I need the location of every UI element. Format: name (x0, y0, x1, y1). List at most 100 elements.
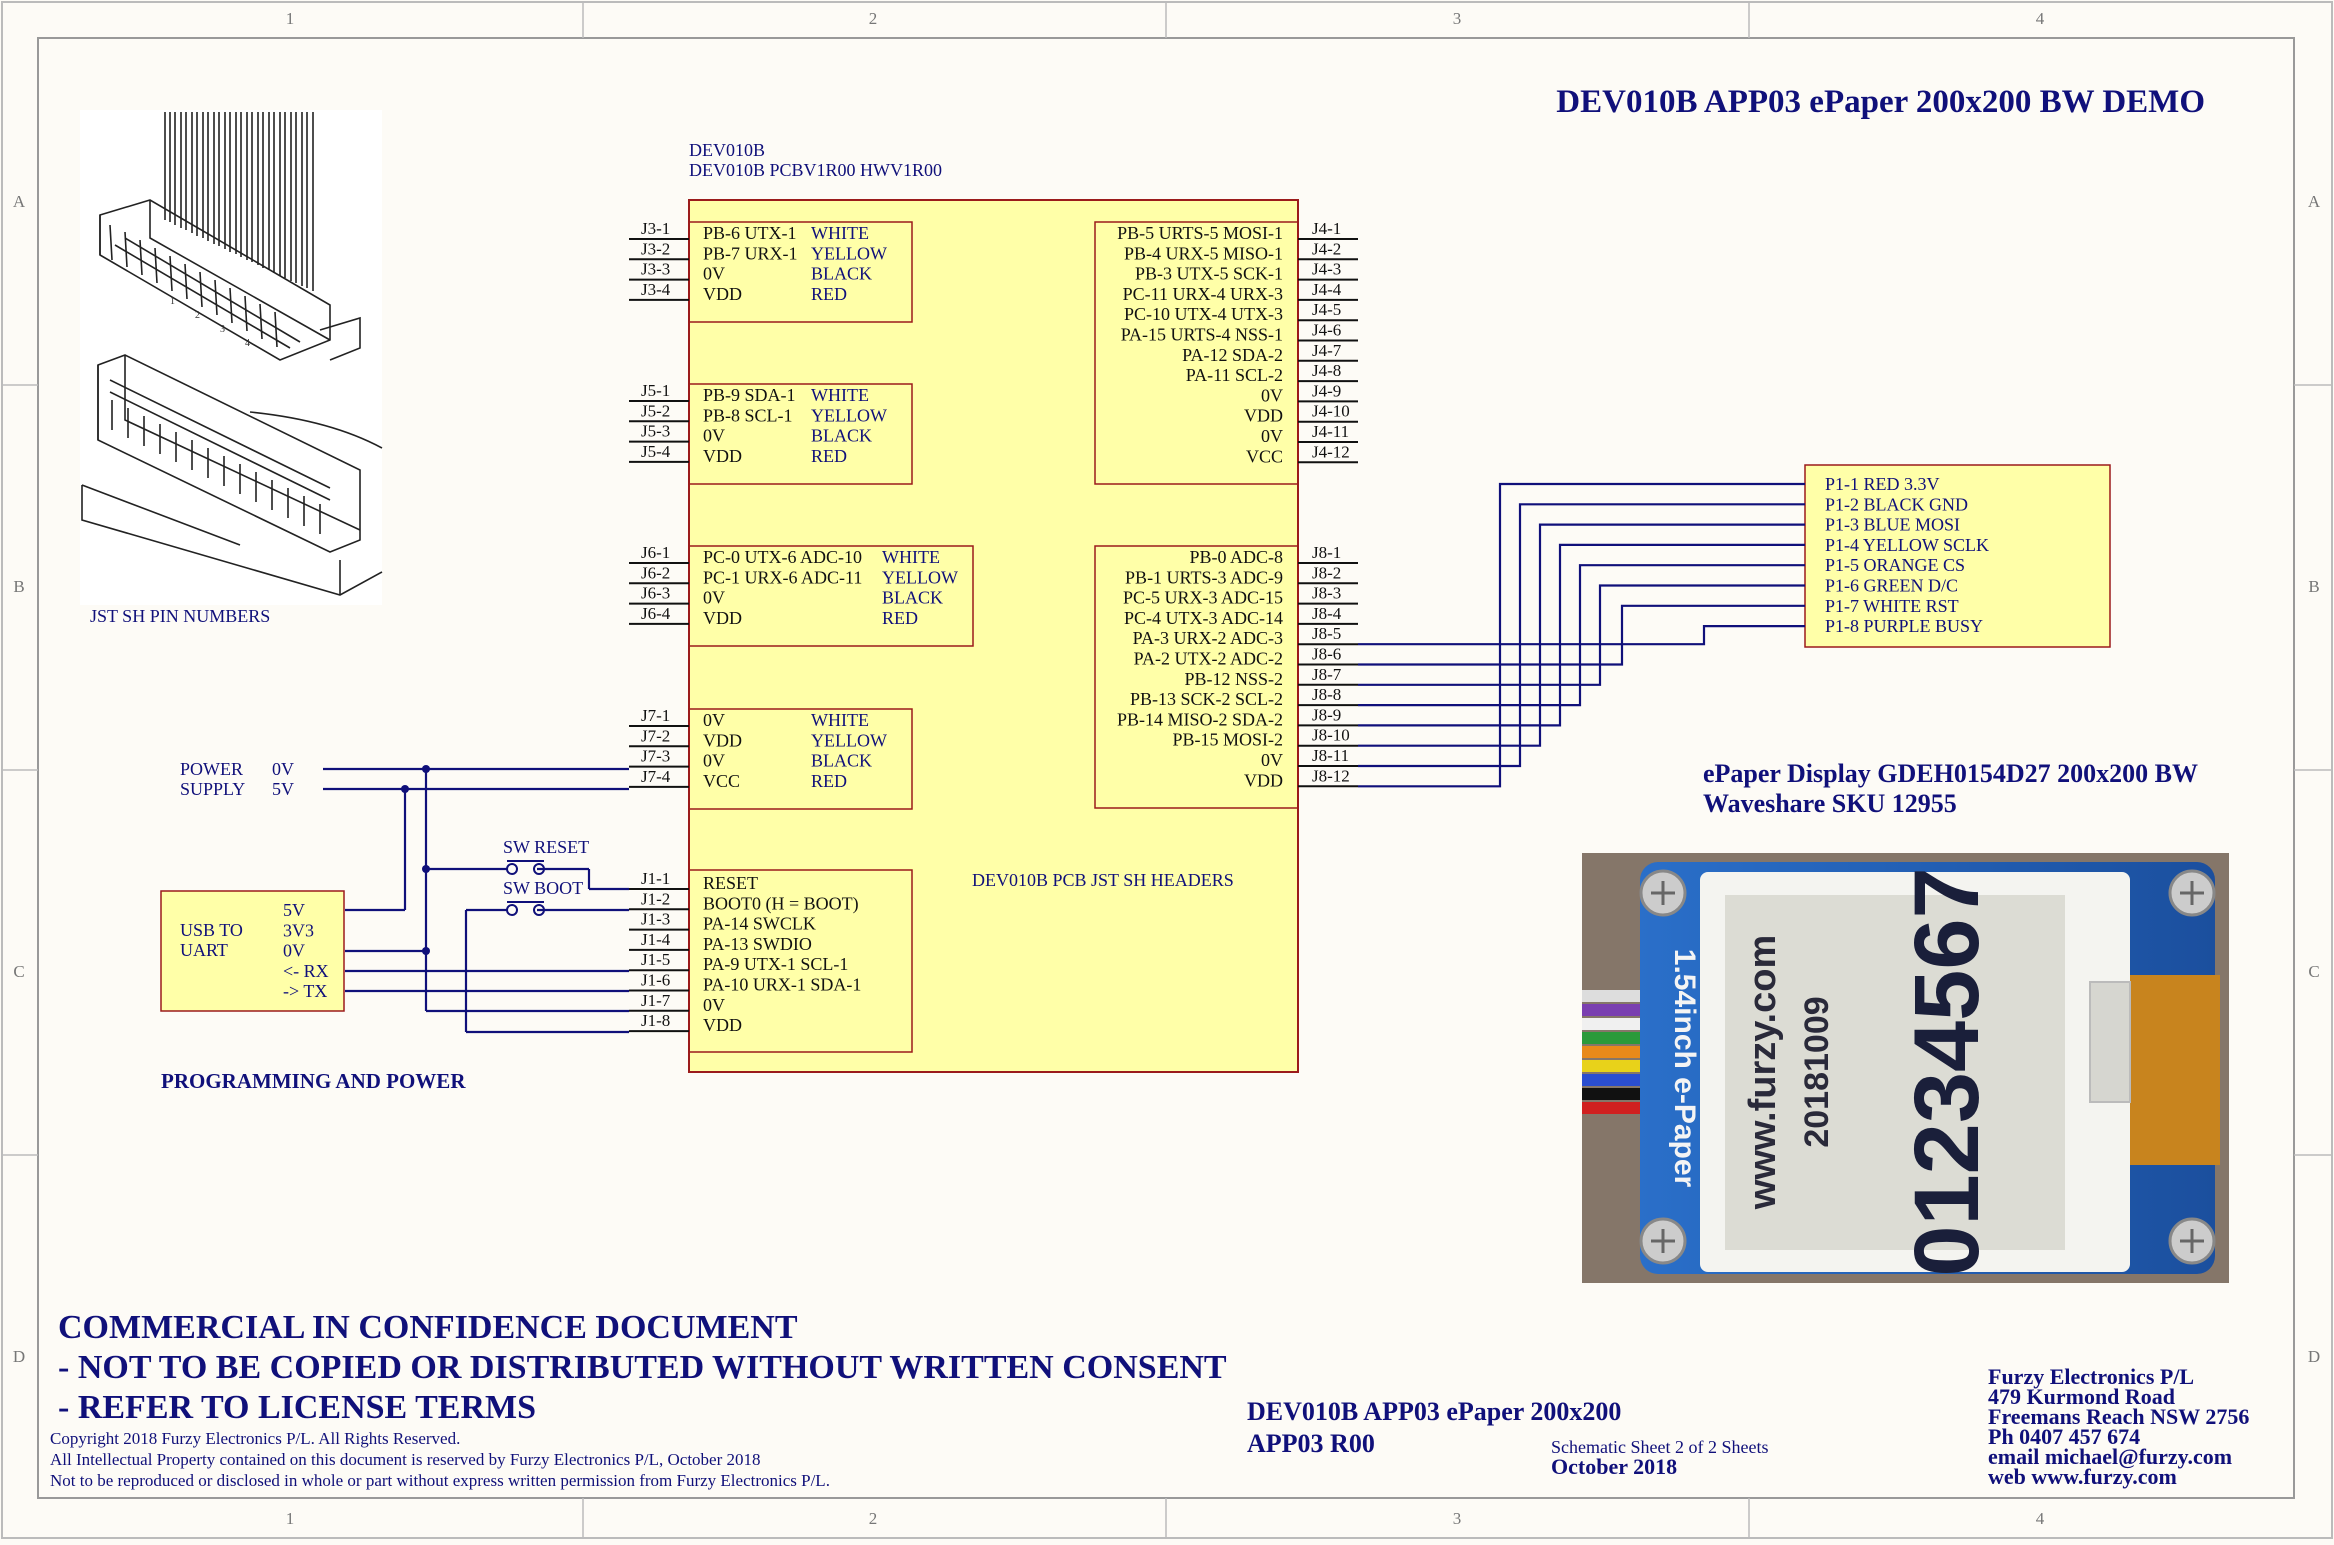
copyright-line: All Intellectual Property contained on t… (50, 1450, 761, 1469)
pin-label: J8-4 (1312, 604, 1342, 623)
signal-label: PB-12 NSS-2 (1184, 669, 1283, 689)
pin-label: J4-10 (1312, 402, 1350, 421)
row-marker: A (2308, 192, 2321, 211)
usb-uart-name: USB TO (180, 920, 243, 940)
signal-label: PB-15 MOSI-2 (1172, 730, 1283, 750)
pin-label: J7-3 (641, 747, 670, 766)
pin-label: J1-5 (641, 950, 670, 969)
display-info-line2: Waveshare SKU 12955 (1703, 789, 1957, 818)
pin-label: J7-1 (641, 706, 670, 725)
display-pin-label: P1-4 YELLOW SCLK (1825, 535, 1989, 555)
board-label: DEV010B PCB JST SH HEADERS (972, 870, 1234, 890)
pin-label: J7-4 (641, 767, 671, 786)
signal-label: VDD (703, 730, 742, 750)
signal-label: VDD (703, 608, 742, 628)
signal-label: VDD (703, 1015, 742, 1035)
signal-label: PA-10 URX-1 SDA-1 (703, 975, 861, 995)
signal-label: RESET (703, 873, 758, 893)
pin-label: J4-12 (1312, 442, 1350, 461)
wire-color-label: BLACK (811, 426, 872, 446)
pin-label: J5-3 (641, 422, 670, 441)
wire-color-label: RED (811, 771, 847, 791)
board-designator: DEV010B (689, 140, 765, 160)
signal-label: PB-1 URTS-3 ADC-9 (1125, 567, 1283, 587)
signal-label: VCC (1246, 446, 1283, 466)
pin-label: J4-7 (1312, 341, 1342, 360)
pin-label: J4-9 (1312, 381, 1341, 400)
pin-label: J8-10 (1312, 726, 1350, 745)
pin-label: J1-1 (641, 869, 670, 888)
wire-color-label: WHITE (811, 710, 869, 730)
usb-uart-pin: 0V (283, 941, 305, 961)
pin-label: J1-7 (641, 991, 671, 1010)
pin-label: J8-1 (1312, 543, 1341, 562)
signal-label: 0V (703, 995, 725, 1015)
screen-date: 20181009 (1798, 996, 1836, 1147)
pin-label: J6-2 (641, 563, 670, 582)
usb-uart-pin: 5V (283, 900, 305, 920)
column-markers: 1 2 3 4 1 2 3 4 (286, 9, 2045, 1528)
module-label: 1.54inch e-Paper (1668, 949, 1701, 1188)
confidential-line: - REFER TO LICENSE TERMS (58, 1389, 536, 1426)
signal-label: PC-10 UTX-4 UTX-3 (1124, 304, 1283, 324)
column-marker: 3 (1453, 1509, 1462, 1528)
signal-label: PC-5 URX-3 ADC-15 (1123, 588, 1283, 608)
board-body (688, 199, 1299, 1073)
signal-label: PB-7 URX-1 (703, 243, 798, 263)
doc-date: October 2018 (1551, 1454, 1677, 1479)
screen-number: 01234567 (1896, 867, 1998, 1276)
display-wire (1358, 624, 1805, 646)
usb-uart-pin: -> TX (283, 981, 327, 1001)
svg-text:4: 4 (245, 338, 250, 349)
display-wire (1358, 503, 1805, 768)
display-wire (1358, 564, 1805, 707)
board-part: DEV010B PCBV1R00 HWV1R00 (689, 160, 942, 180)
sw-boot-label: SW BOOT (503, 878, 583, 898)
header-j6-box (688, 545, 974, 647)
display-wire (1358, 523, 1805, 747)
wire-color-label: WHITE (811, 385, 869, 405)
wire-color-label: YELLOW (811, 405, 887, 425)
display-photo: 1.54inch e-Paper www.furzy.com 20181009 … (1582, 853, 2229, 1283)
sheet-number: Schematic Sheet 2 of 2 Sheets (1551, 1437, 1768, 1457)
column-marker: 2 (869, 1509, 878, 1528)
signal-label: PB-5 URTS-5 MOSI-1 (1117, 223, 1283, 243)
power-net-0v: 0V (272, 759, 294, 779)
signal-label: PA-14 SWCLK (703, 914, 816, 934)
wire-color-label: WHITE (811, 223, 869, 243)
row-marker: B (2308, 577, 2319, 596)
signal-label: 0V (1261, 750, 1283, 770)
pin-label: J4-6 (1312, 321, 1341, 340)
screen-url: www.furzy.com (1742, 935, 1784, 1210)
pin-label: J3-2 (641, 239, 670, 258)
column-marker: 2 (869, 9, 878, 28)
signal-label: PB-0 ADC-8 (1189, 547, 1283, 567)
pin-label: J1-6 (641, 971, 670, 990)
row-marker: C (2308, 962, 2319, 981)
signal-label: PA-13 SWDIO (703, 934, 812, 954)
pin-label: J8-2 (1312, 563, 1341, 582)
signal-label: PA-15 URTS-4 NSS-1 (1121, 325, 1283, 345)
signal-label: 0V (703, 264, 725, 284)
display-wire (1358, 604, 1805, 666)
header-j3-box (688, 221, 913, 323)
company-line: Furzy Electronics P/L (1988, 1364, 2194, 1389)
header-j4-box (1094, 221, 1299, 485)
signal-label: BOOT0 (H = BOOT) (703, 893, 859, 914)
jst-connector-illustration: 1234 (80, 110, 383, 605)
company-line: email michael@furzy.com (1988, 1444, 2232, 1469)
power-net-5v: 5V (272, 779, 294, 799)
signal-label: VDD (1244, 770, 1283, 790)
signal-label: PA-12 SDA-2 (1182, 345, 1283, 365)
pin-label: J8-7 (1312, 665, 1342, 684)
pin-label: J5-1 (641, 381, 670, 400)
display-pin-label: P1-7 WHITE RST (1825, 596, 1959, 616)
signal-label: PC-1 URX-6 ADC-11 (703, 567, 862, 587)
header-j4: J4-1PB-5 URTS-5 MOSI-1J4-2PB-4 URX-5 MIS… (1117, 219, 1358, 466)
display-pin-label: P1-1 RED 3.3V (1825, 474, 1940, 494)
